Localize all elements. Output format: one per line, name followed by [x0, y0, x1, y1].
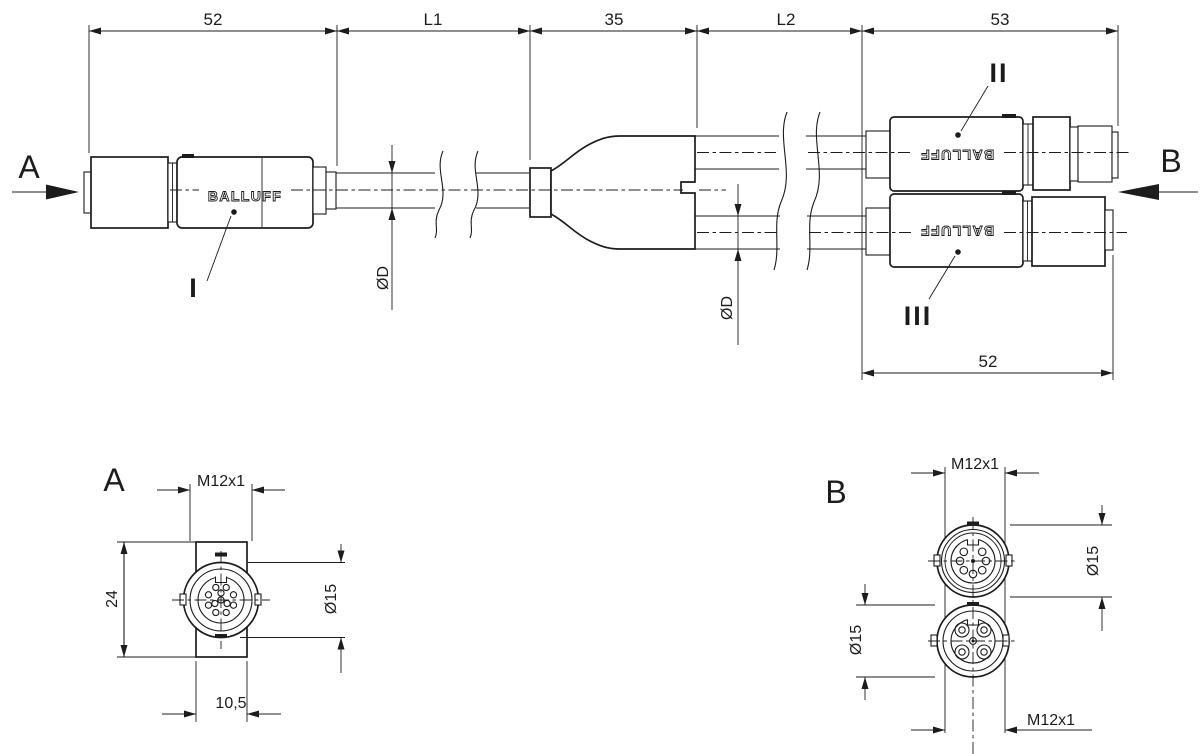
dim-35: 35 — [605, 10, 624, 29]
dimension-chain-top: 52 L1 35 L2 53 — [88, 10, 1119, 380]
end-b-marker: B — [1118, 143, 1198, 200]
dim-53: 53 — [991, 10, 1010, 29]
knurled-nut-iii — [1031, 196, 1106, 267]
cable-diameter-dim-2: ØD — [719, 184, 742, 345]
view-b-title: B — [825, 474, 846, 510]
view-b-bottom-pins — [954, 622, 992, 660]
trunk-cable — [336, 150, 529, 239]
cable-break-icon — [773, 111, 788, 271]
brand-logo-ii: BALLUFF — [920, 147, 994, 163]
end-a-label: A — [18, 149, 40, 185]
knurled-nut-a — [90, 156, 169, 229]
part-labels: I II III — [189, 58, 1008, 331]
cable-break-icon — [806, 111, 821, 271]
view-a-title: A — [103, 462, 125, 498]
cable-dia-label-2: ØD — [719, 296, 736, 320]
view-b-dia-top-label: Ø15 — [1085, 546, 1102, 576]
connector-i-side-view — [83, 154, 337, 229]
end-a-arrow-icon — [46, 184, 79, 200]
y-splitter-body — [550, 135, 696, 250]
male-thread-ii — [1077, 125, 1113, 183]
dimension-52-bottom: 52 — [862, 255, 1114, 380]
view-b-top-pins — [955, 547, 991, 579]
connector-iii-side-view — [865, 191, 1114, 268]
brand-logo-iii: BALLUFF — [920, 223, 994, 239]
dim-52-bottom-label: 52 — [979, 352, 998, 371]
part-label-ii: II — [989, 58, 1008, 88]
view-b-thread-bottom-label: M12x1 — [1027, 712, 1075, 729]
view-a-diameter-label: Ø15 — [323, 584, 340, 614]
end-b-label: B — [1160, 143, 1181, 179]
cable-break-icon — [434, 150, 444, 239]
view-b-thread-top-label: M12x1 — [951, 456, 999, 473]
cable-diameter-dim-1: ØD — [375, 145, 396, 310]
knurled-nut-ii — [1032, 116, 1071, 191]
part-label-i: I — [189, 273, 199, 303]
y-splitter — [529, 135, 696, 250]
view-a-height-label: 24 — [104, 590, 121, 608]
end-b-arrow-icon — [1118, 184, 1159, 200]
branch-cables — [695, 111, 866, 271]
view-a: A M12x1 24 — [103, 462, 345, 722]
cable-break-icon — [469, 150, 479, 239]
connector-ii-side-view — [865, 114, 1119, 192]
dim-l1: L1 — [424, 10, 443, 29]
view-a-width-label: 10,5 — [215, 695, 246, 712]
part-label-iii: III — [904, 301, 933, 331]
dim-52-left: 52 — [204, 10, 223, 29]
center-lines — [170, 152, 1130, 233]
cable-dia-label-1: ØD — [375, 266, 392, 290]
view-b: B M12x1 — [825, 456, 1112, 754]
view-b-dia-bottom-label: Ø15 — [848, 625, 865, 655]
brand-logo-a: BALLUFF — [208, 188, 282, 204]
end-a-marker: A — [12, 149, 79, 200]
dim-l2: L2 — [777, 10, 796, 29]
view-a-thread-label: M12x1 — [197, 473, 245, 490]
